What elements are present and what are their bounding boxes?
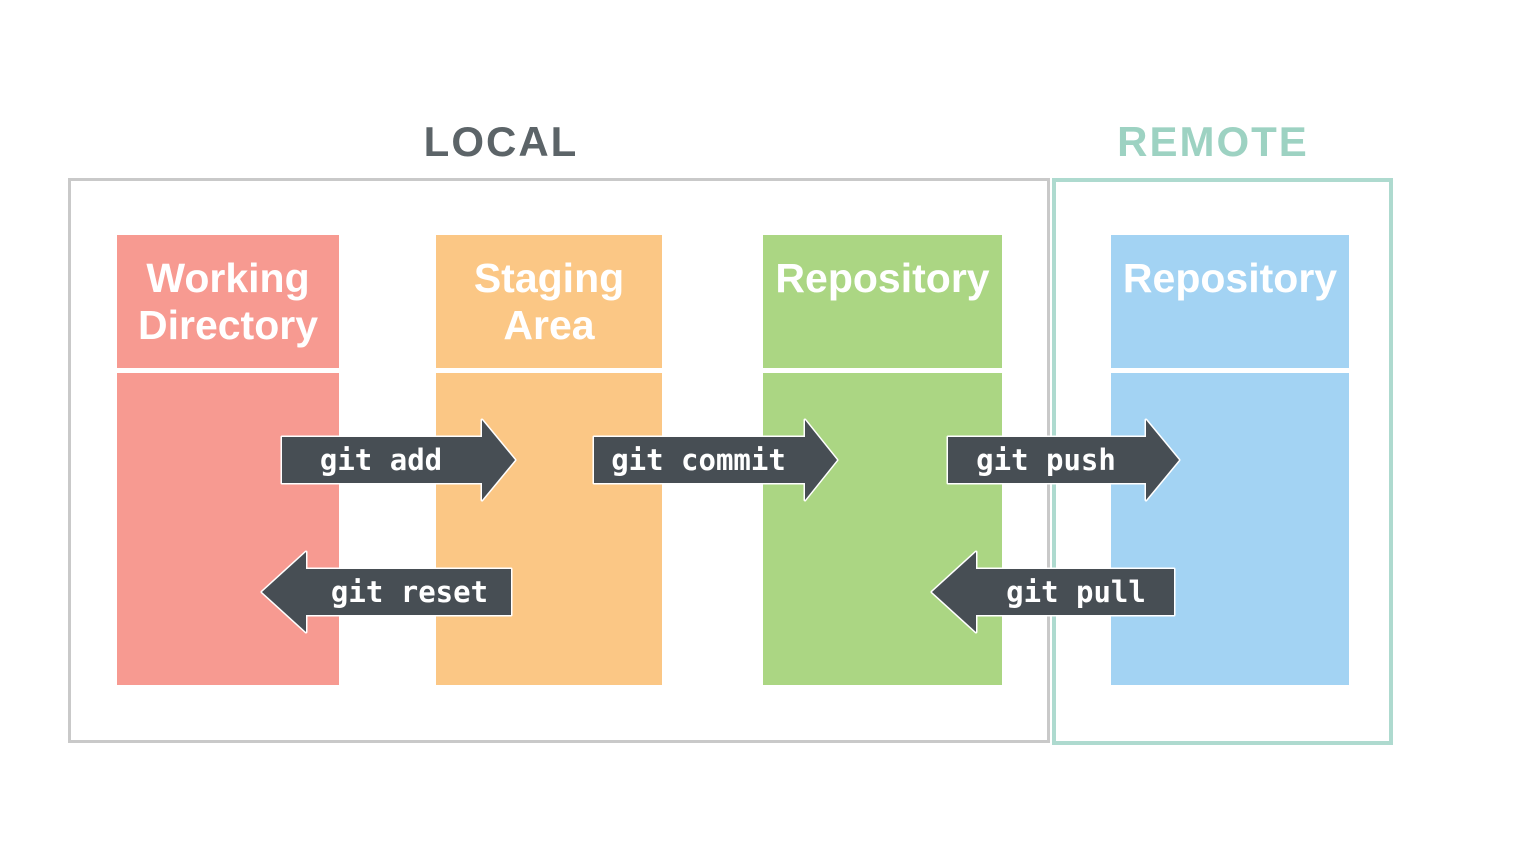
arrow-right-icon — [280, 418, 517, 502]
arrow-right-icon — [592, 418, 839, 502]
git-commit-arrow: git commit — [592, 418, 839, 502]
column-label-line: Repository — [775, 255, 990, 301]
arrow-left-icon — [260, 550, 513, 634]
remote-repository-header: Repository — [1111, 235, 1349, 368]
remote-section-title: REMOTE — [1117, 118, 1309, 165]
git-reset-arrow-label: git reset — [330, 575, 489, 609]
git-push-arrow: git push — [946, 418, 1181, 502]
local-repository-header: Repository — [763, 235, 1002, 368]
staging-area-header: Staging Area — [436, 235, 662, 368]
git-push-arrow-label: git push — [976, 443, 1116, 477]
git-commit-arrow-label: git commit — [611, 443, 786, 477]
git-pull-arrow: git pull — [930, 550, 1176, 634]
local-section-title: LOCAL — [423, 118, 579, 165]
local-repository-box: Repository — [763, 235, 1002, 685]
arrow-left-icon — [930, 550, 1176, 634]
working-directory-body — [117, 373, 339, 685]
column-label-line: Directory — [137, 302, 318, 348]
git-add-arrow-label: git add — [319, 443, 443, 477]
column-label-line: Repository — [1122, 255, 1338, 301]
git-reset-arrow: git reset — [260, 550, 513, 634]
git-add-arrow: git add — [280, 418, 517, 502]
column-label-line: Area — [503, 302, 595, 348]
working-directory-box: Working Directory — [117, 235, 339, 685]
git-pull-arrow-label: git pull — [1006, 575, 1146, 609]
column-label-line: Staging — [473, 255, 625, 301]
staging-area-box: Staging Area — [436, 235, 662, 685]
arrow-right-icon — [946, 418, 1181, 502]
local-repository-body — [763, 373, 1002, 685]
working-directory-header: Working Directory — [117, 235, 339, 368]
column-label-line: Working — [146, 255, 310, 301]
staging-area-body — [436, 373, 662, 685]
